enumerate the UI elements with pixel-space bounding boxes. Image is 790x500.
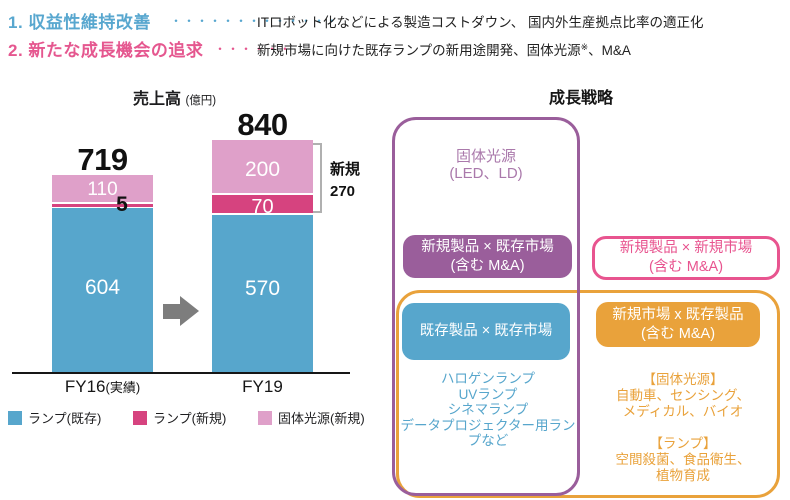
bar-fy19-value-solid-state-new: 200 — [244, 158, 281, 181]
quad-new-product-new-market: 新規製品 × 新規市場 (含む M&A) — [592, 236, 780, 280]
legend-item-lamp-existing: ランプ(既存) — [8, 408, 101, 427]
new-segments-bracket — [313, 143, 322, 213]
leader-dots-2: ・・・・・・ — [214, 42, 293, 56]
legend-label: ランプ(新規) — [153, 411, 227, 426]
bar-fy16-segment-solid-state-new — [52, 175, 153, 202]
lamp-business-frame — [396, 290, 780, 498]
arrow-shaft — [163, 304, 180, 319]
header-item-1-label: 1. 収益性維持改善 — [8, 13, 151, 32]
bar-fy16-total: 719 — [77, 142, 128, 177]
legend-label: ランプ(既存) — [28, 411, 102, 426]
bar-fy19-value-lamp-new: 70 — [251, 196, 274, 218]
solid-state-light-source-label: 固体光源 (LED、LD) — [449, 148, 523, 182]
bar-fy16-value-lamp-new: 5 — [116, 193, 128, 216]
chart-title-unit: (億円) — [185, 95, 217, 107]
growth-arrow-icon — [163, 296, 199, 327]
existing-lamp-examples: ハロゲンランプ UVランプ シネマランプ データプロジェクター用ラン プなど — [400, 371, 576, 448]
chart-title: 売上高 (億円) — [133, 85, 216, 109]
quad-new-product-existing-market: 新規製品 × 既存市場 (含む M&A) — [403, 235, 572, 278]
bar-fy16-value-solid-state-new: 110 — [87, 179, 118, 200]
x-label-fy19: FY19 — [242, 377, 283, 396]
solid-state-business-frame — [392, 117, 580, 496]
bar-fy19-segment-lamp-existing — [212, 215, 313, 373]
reference-mark: ※ — [580, 42, 589, 52]
new-segments-bracket-label: 新規 270 — [330, 161, 361, 200]
description-text: 新規市場に向けた既存ランプの新用途開発、固体光源 — [257, 43, 581, 58]
x-label-fy16: FY16(実績) — [32, 377, 173, 397]
bar-fy19-value-lamp-existing: 570 — [244, 277, 281, 300]
x-label-fy16-text: FY16 — [64, 377, 106, 396]
strategy-title: 成長戦略 — [548, 90, 613, 107]
legend-item-solid-state-new: 固体光源(新規) — [258, 408, 365, 427]
header-item-2-label: 2. 新たな成長機会の追求 — [8, 41, 204, 60]
bar-fy19-segment-lamp-new — [212, 195, 313, 213]
bar-fy19-total: 840 — [237, 107, 288, 142]
legend-label: 固体光源(新規) — [278, 411, 365, 426]
arrow-head — [180, 296, 199, 326]
bar-fy16-value-lamp-existing: 604 — [84, 276, 121, 299]
leader-dots-1: ・・・・・・・・・・・・・ — [170, 14, 340, 28]
quad-existing-product-existing-market: 既存製品 × 既存市場 — [402, 303, 570, 360]
header-item-2-description: 新規市場に向けた既存ランプの新用途開発、固体光源※、M&A — [257, 39, 631, 59]
chart-title-text: 売上高 — [133, 91, 182, 108]
new-market-examples: 【固体光源】 自動車、センシング、 メディカル、バイオ 【ランプ】 空間殺菌、食… — [615, 372, 751, 483]
legend-swatch-blue — [8, 410, 22, 425]
legend-swatch-light-pink — [258, 410, 272, 425]
legend-item-lamp-new: ランプ(新規) — [133, 408, 226, 427]
bar-fy16-segment-lamp-existing — [52, 208, 153, 373]
x-axis-line — [12, 372, 350, 374]
header-item-1-description: ITロボット化などによる製造コストダウン、 国内外生産拠点比率の適正化 — [257, 15, 704, 30]
legend-swatch-dark-pink — [133, 410, 147, 425]
description-text-tail: 、M&A — [588, 43, 631, 58]
x-label-fy16-note: (実績) — [105, 380, 141, 395]
quad-new-market-existing-product: 新規市場 x 既存製品 (含む M&A) — [596, 302, 760, 347]
bar-fy16-segment-lamp-new — [52, 204, 153, 207]
bar-fy19-segment-solid-state-new — [212, 140, 313, 193]
